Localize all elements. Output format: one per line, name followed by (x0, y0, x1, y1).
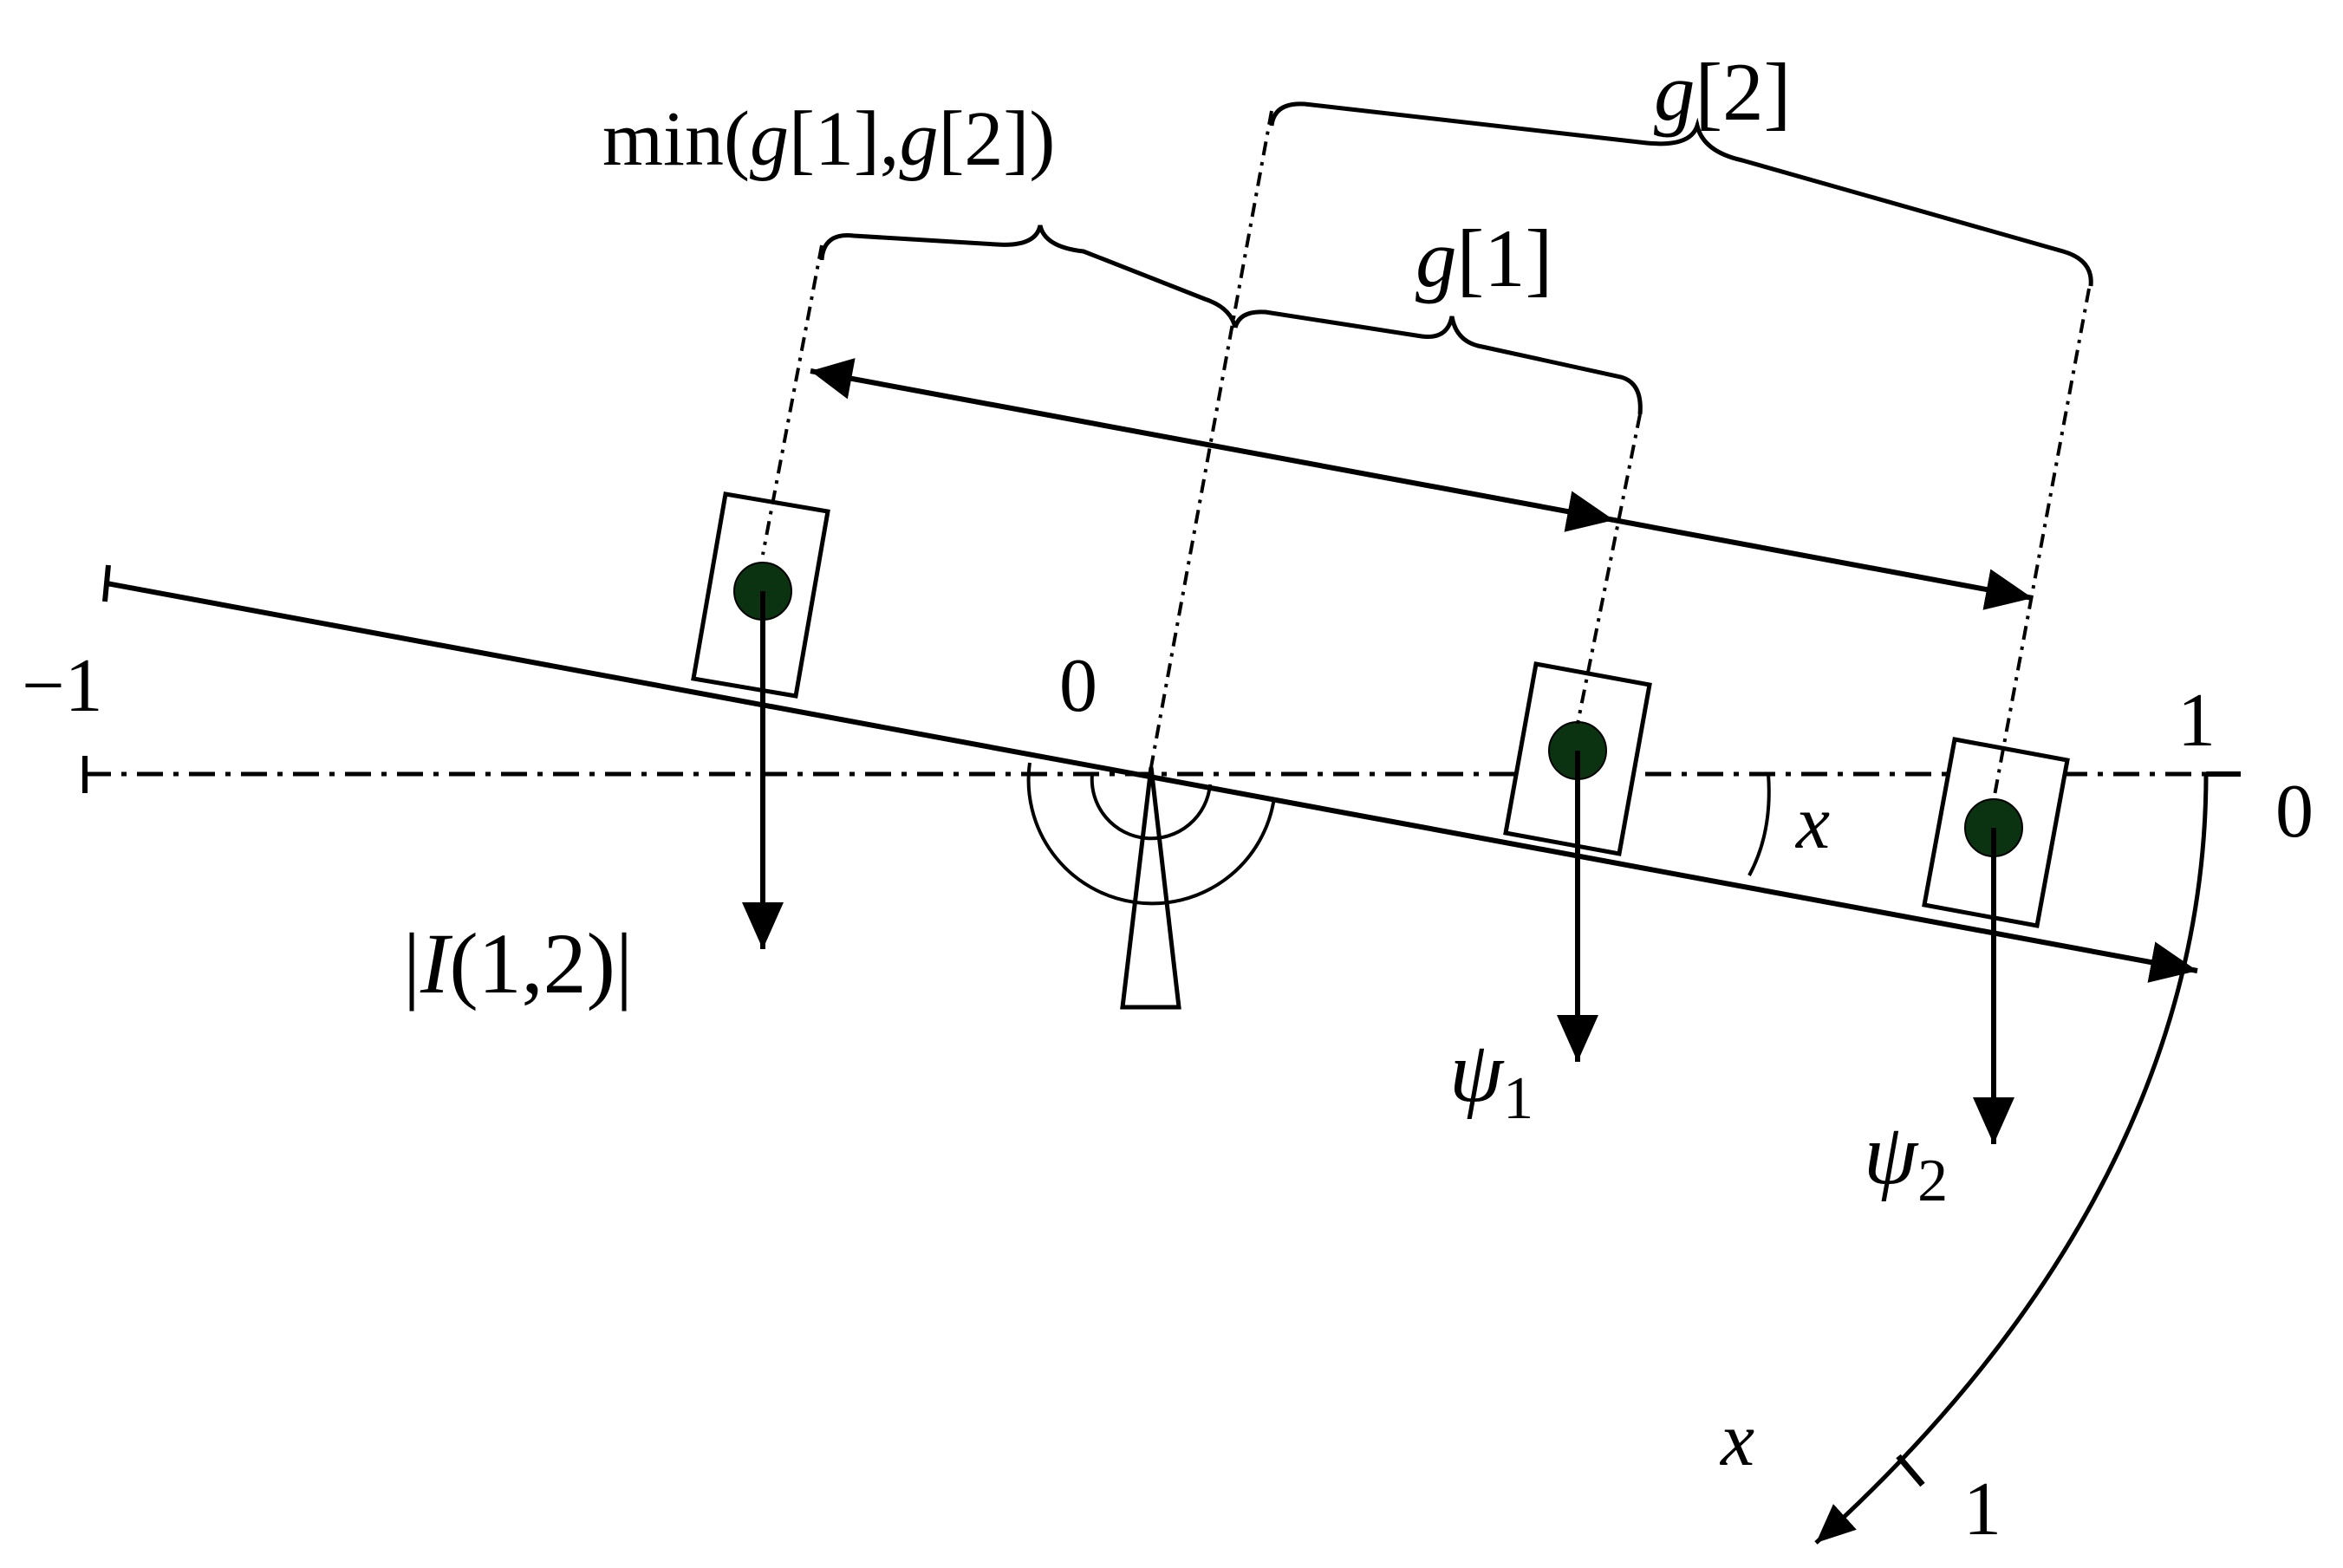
angle-label-x: x (1794, 781, 1830, 865)
tick-label-one: 1 (2177, 679, 2216, 763)
arc-label-x: x (1719, 1398, 1754, 1482)
label-g1-symbol: g (1416, 212, 1457, 304)
label-psi2-subscript: 2 (1917, 1148, 1948, 1214)
label-min-g1-g2: min(g[1],g[2]) (602, 96, 1055, 182)
projection-line-left (761, 244, 823, 556)
brace-g1 (1233, 309, 1643, 415)
fulcrum-outer-arc (1026, 762, 1276, 906)
label-abs-I-symbol: I (420, 915, 453, 1012)
angle-arc (1747, 773, 1771, 876)
tick-label-neg1: −1 (22, 644, 103, 728)
distance-arrow-left-psi1 (810, 358, 1615, 532)
mass-left (691, 491, 830, 949)
rotation-arc (1814, 773, 2209, 1545)
tick-label-zero: 0 (1059, 644, 1097, 728)
fulcrum-inner-arc (1090, 773, 1212, 841)
label-g2: g[2] (1654, 46, 1791, 138)
label-min-g2-symbol: g (899, 96, 938, 182)
label-min-g2-index: [2]) (938, 96, 1055, 182)
fulcrum-triangle (1120, 766, 1181, 1010)
arc-label-zero: 0 (2275, 770, 2314, 854)
projection-line-psi2 (1992, 288, 2091, 801)
beam-left-tick (102, 564, 111, 602)
label-psi1-symbol: ψ (1449, 1024, 1505, 1120)
label-g2-symbol: g (1654, 46, 1695, 138)
label-g1-index: [1] (1457, 212, 1553, 304)
brace-min (819, 224, 1238, 329)
label-psi1-subscript: 1 (1503, 1065, 1533, 1132)
label-g2-index: [2] (1695, 46, 1792, 138)
label-min-g1-index: [1], (789, 96, 899, 182)
mass-psi2 (1922, 737, 2070, 1144)
mass-psi1 (1503, 661, 1652, 1062)
label-abs-I: |I(1,2)| (403, 915, 633, 1012)
label-abs-args: (1,2) (449, 915, 615, 1012)
projection-line-psi1 (1576, 413, 1642, 725)
label-psi2: ψ2 (1864, 1106, 1948, 1214)
label-psi2-symbol: ψ (1864, 1106, 1919, 1202)
rotation-arc-tick (1896, 1454, 1925, 1487)
arc-label-one: 1 (1963, 1467, 2001, 1552)
label-g1: g[1] (1416, 212, 1552, 304)
label-psi1: ψ1 (1449, 1024, 1533, 1132)
label-min-g1-symbol: g (750, 96, 789, 182)
brace-g2 (1269, 101, 2093, 287)
label-abs-left-bar: | (403, 915, 420, 1012)
distance-arrow-psi1-psi2 (1613, 517, 2034, 610)
label-min-prefix: min( (602, 96, 750, 182)
label-abs-right-bar: | (615, 915, 633, 1012)
